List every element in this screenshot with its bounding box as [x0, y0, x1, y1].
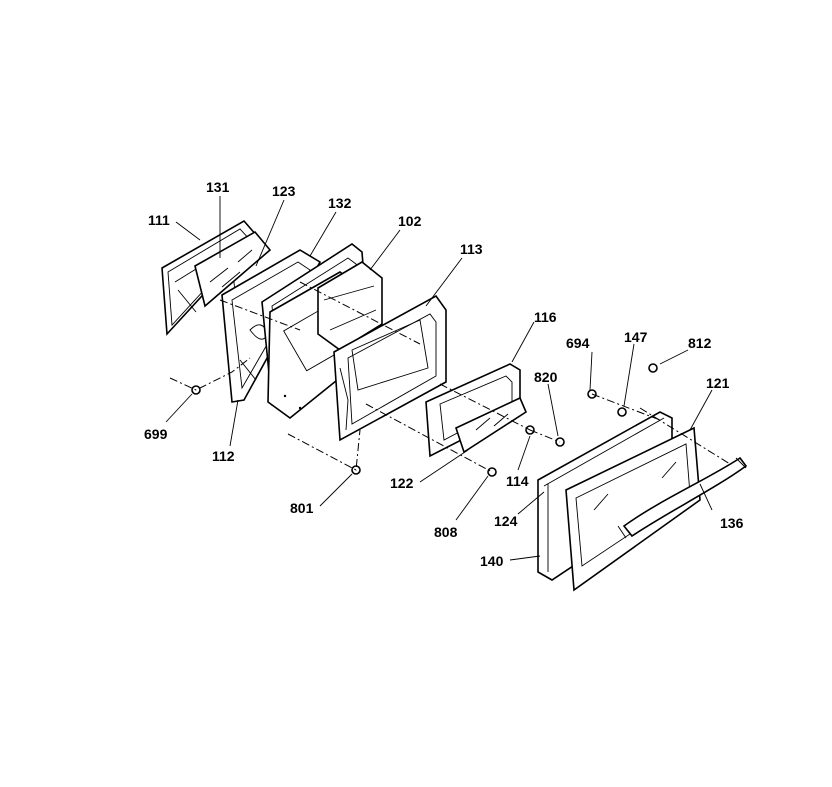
label-122: 122	[390, 475, 414, 491]
part-116-window-frame	[425, 363, 521, 458]
screws	[191, 363, 658, 477]
assembly-lines	[169, 281, 731, 473]
label-112: 112	[212, 448, 235, 464]
label-820: 820	[534, 369, 558, 385]
label-113: 113	[460, 241, 483, 257]
label-140: 140	[480, 553, 504, 569]
part-labels: 111 131 123 132 102 113 116 694 147 812 …	[144, 179, 744, 569]
part-136-handle	[617, 456, 748, 539]
leader-lines	[165, 196, 713, 561]
label-812: 812	[688, 335, 712, 351]
label-808: 808	[434, 524, 458, 540]
label-694: 694	[566, 335, 590, 351]
label-121: 121	[706, 375, 730, 391]
part-121-outer-glass-panel	[565, 426, 701, 592]
part-113-inner-door	[333, 294, 447, 442]
label-131: 131	[206, 179, 230, 195]
label-147: 147	[624, 329, 648, 345]
label-124: 124	[494, 513, 518, 529]
part-102-insulation	[317, 261, 383, 351]
screw-147	[617, 407, 627, 417]
part-122-window-glass	[455, 396, 528, 454]
screw-812	[648, 363, 658, 373]
part-131-glass	[194, 230, 272, 308]
label-111: 111	[148, 212, 170, 228]
label-123: 123	[272, 183, 296, 199]
label-116: 116	[534, 309, 557, 325]
label-132: 132	[328, 195, 352, 211]
screw-808	[487, 467, 497, 477]
label-801: 801	[290, 500, 314, 516]
label-136: 136	[720, 515, 744, 531]
label-102: 102	[398, 213, 422, 229]
label-699: 699	[144, 426, 168, 442]
label-114: 114	[506, 473, 529, 489]
